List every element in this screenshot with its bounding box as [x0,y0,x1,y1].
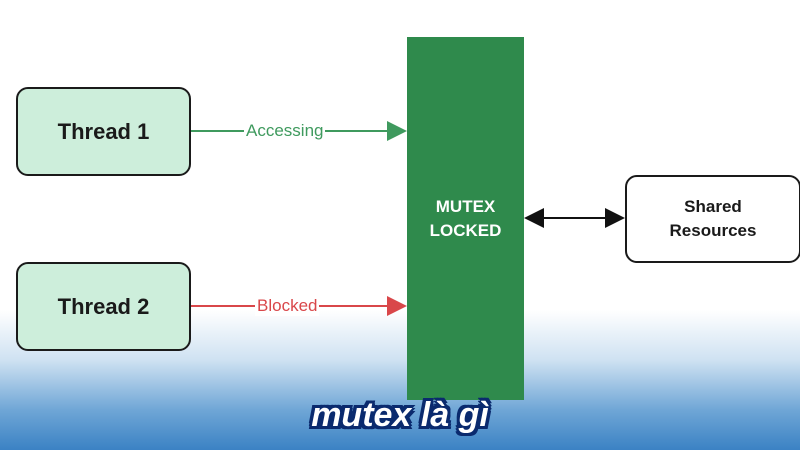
mutex-locked-node: MUTEX LOCKED [407,37,524,400]
caption-title: mutex là gì [311,396,489,434]
accessing-label: Accessing [244,121,326,141]
thread-1-label: Thread 1 [57,118,150,144]
locked-label: LOCKED [429,220,502,240]
shared-resources-node: Shared Resources [625,175,800,263]
thread-1-node: Thread 1 [16,87,191,176]
blocked-label: Blocked [255,296,320,316]
shared-label: Shared [684,197,742,216]
mutex-label: MUTEX [435,196,496,216]
thread-2-node: Thread 2 [16,262,191,351]
thread-2-label: Thread 2 [57,293,150,319]
resources-label: Resources [669,221,757,240]
